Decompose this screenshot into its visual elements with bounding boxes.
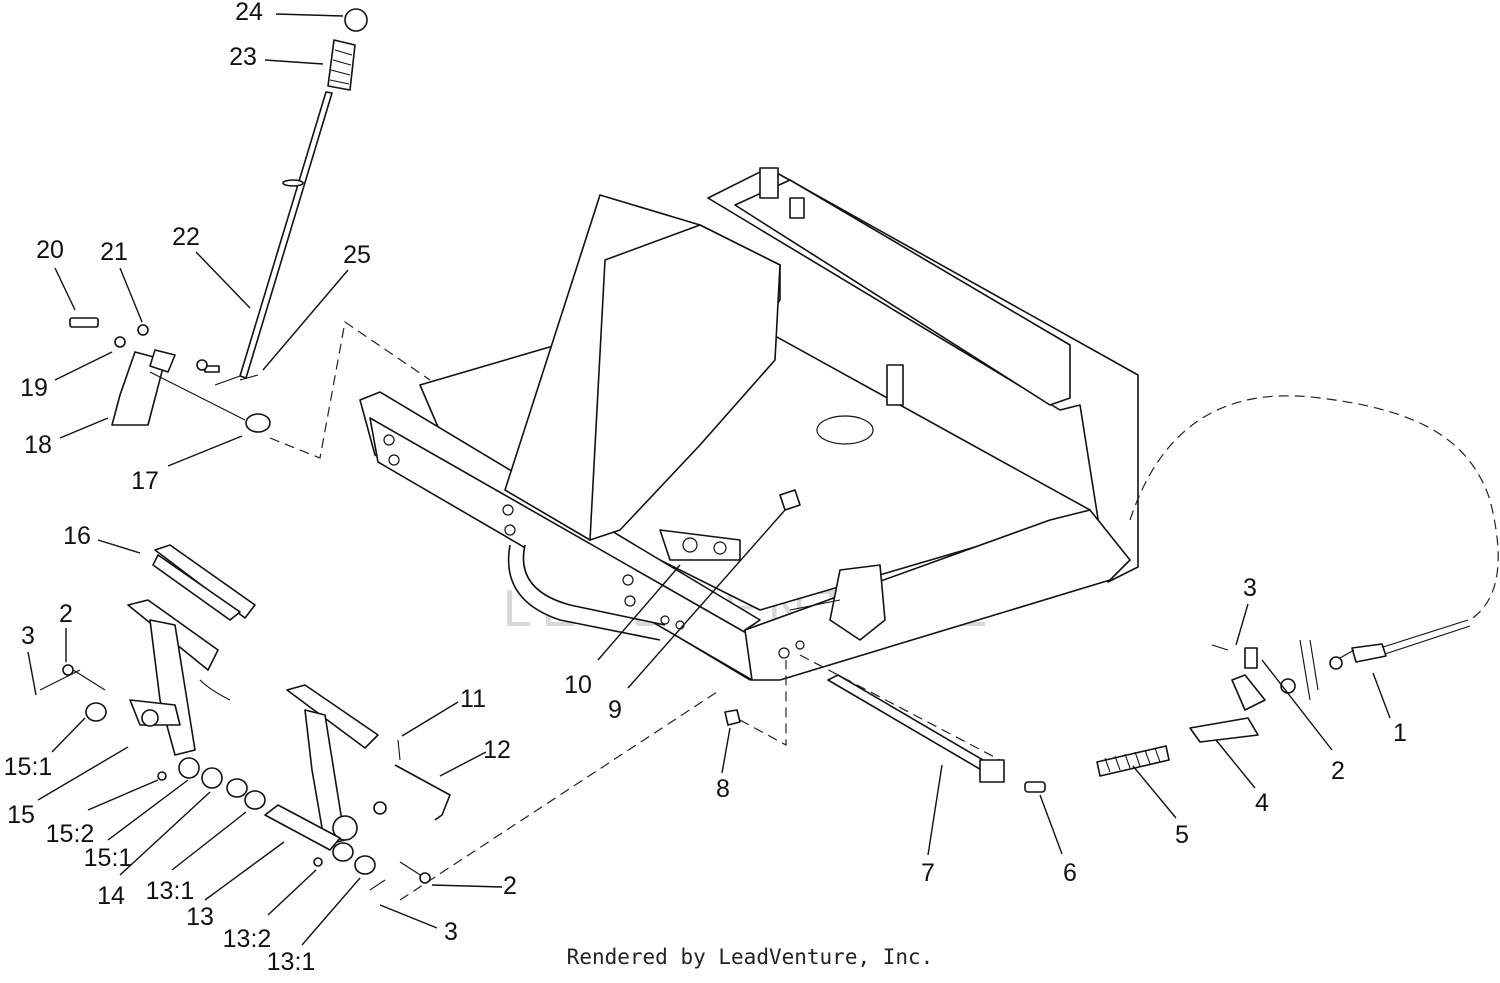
callout-label: 23 bbox=[229, 43, 257, 71]
callout-label: 3 bbox=[1243, 574, 1257, 602]
callout-label: 22 bbox=[172, 223, 200, 251]
callout-label: 8 bbox=[716, 775, 730, 803]
callout-label: 19 bbox=[20, 374, 48, 402]
callout-label: 12 bbox=[483, 736, 511, 764]
callout-label: 18 bbox=[24, 431, 52, 459]
main-frame bbox=[359, 167, 1139, 681]
cable-assembly bbox=[1096, 395, 1499, 777]
callout-label: 15:2 bbox=[46, 820, 95, 848]
callout-label: 2 bbox=[59, 600, 73, 628]
shaft-assembly bbox=[724, 654, 1046, 793]
callout-label: 21 bbox=[100, 238, 128, 266]
callout-label: 11 bbox=[460, 685, 486, 713]
callout-label: 6 bbox=[1063, 859, 1077, 887]
callout-label: 10 bbox=[564, 671, 592, 699]
callout-label: 24 bbox=[235, 0, 263, 26]
leader-lines bbox=[27, 13, 1391, 946]
callout-labels: 24 23 22 25 20 21 19 18 17 16 3 2 15:1 1… bbox=[4, 0, 1407, 976]
render-credit: Rendered by LeadVenture, Inc. bbox=[566, 945, 934, 969]
callout-label: 3 bbox=[444, 918, 458, 946]
callout-label: 4 bbox=[1255, 789, 1269, 817]
callout-label: 20 bbox=[36, 236, 64, 264]
callout-label: 15:1 bbox=[4, 753, 53, 781]
callout-label: 13:2 bbox=[223, 925, 272, 953]
callout-label: 1 bbox=[1393, 719, 1407, 747]
callout-label: 15 bbox=[7, 801, 35, 829]
callout-label: 13:1 bbox=[267, 948, 316, 976]
callout-label: 15:1 bbox=[84, 844, 133, 872]
pedal-assembly bbox=[39, 544, 721, 901]
callout-label: 25 bbox=[343, 241, 371, 269]
callout-label: 16 bbox=[63, 522, 91, 550]
callout-label: 17 bbox=[131, 467, 159, 495]
callout-label: 13 bbox=[186, 903, 214, 931]
callout-label: 13:1 bbox=[146, 877, 195, 905]
shift-lever-assembly bbox=[69, 8, 431, 459]
callout-label: 5 bbox=[1175, 821, 1189, 849]
callout-label: 2 bbox=[503, 872, 517, 900]
callout-label: 14 bbox=[97, 882, 125, 910]
callout-label: 2 bbox=[1331, 757, 1345, 785]
callout-label: 3 bbox=[21, 622, 35, 650]
callout-label: 9 bbox=[608, 696, 622, 724]
callout-label: 7 bbox=[921, 859, 935, 887]
